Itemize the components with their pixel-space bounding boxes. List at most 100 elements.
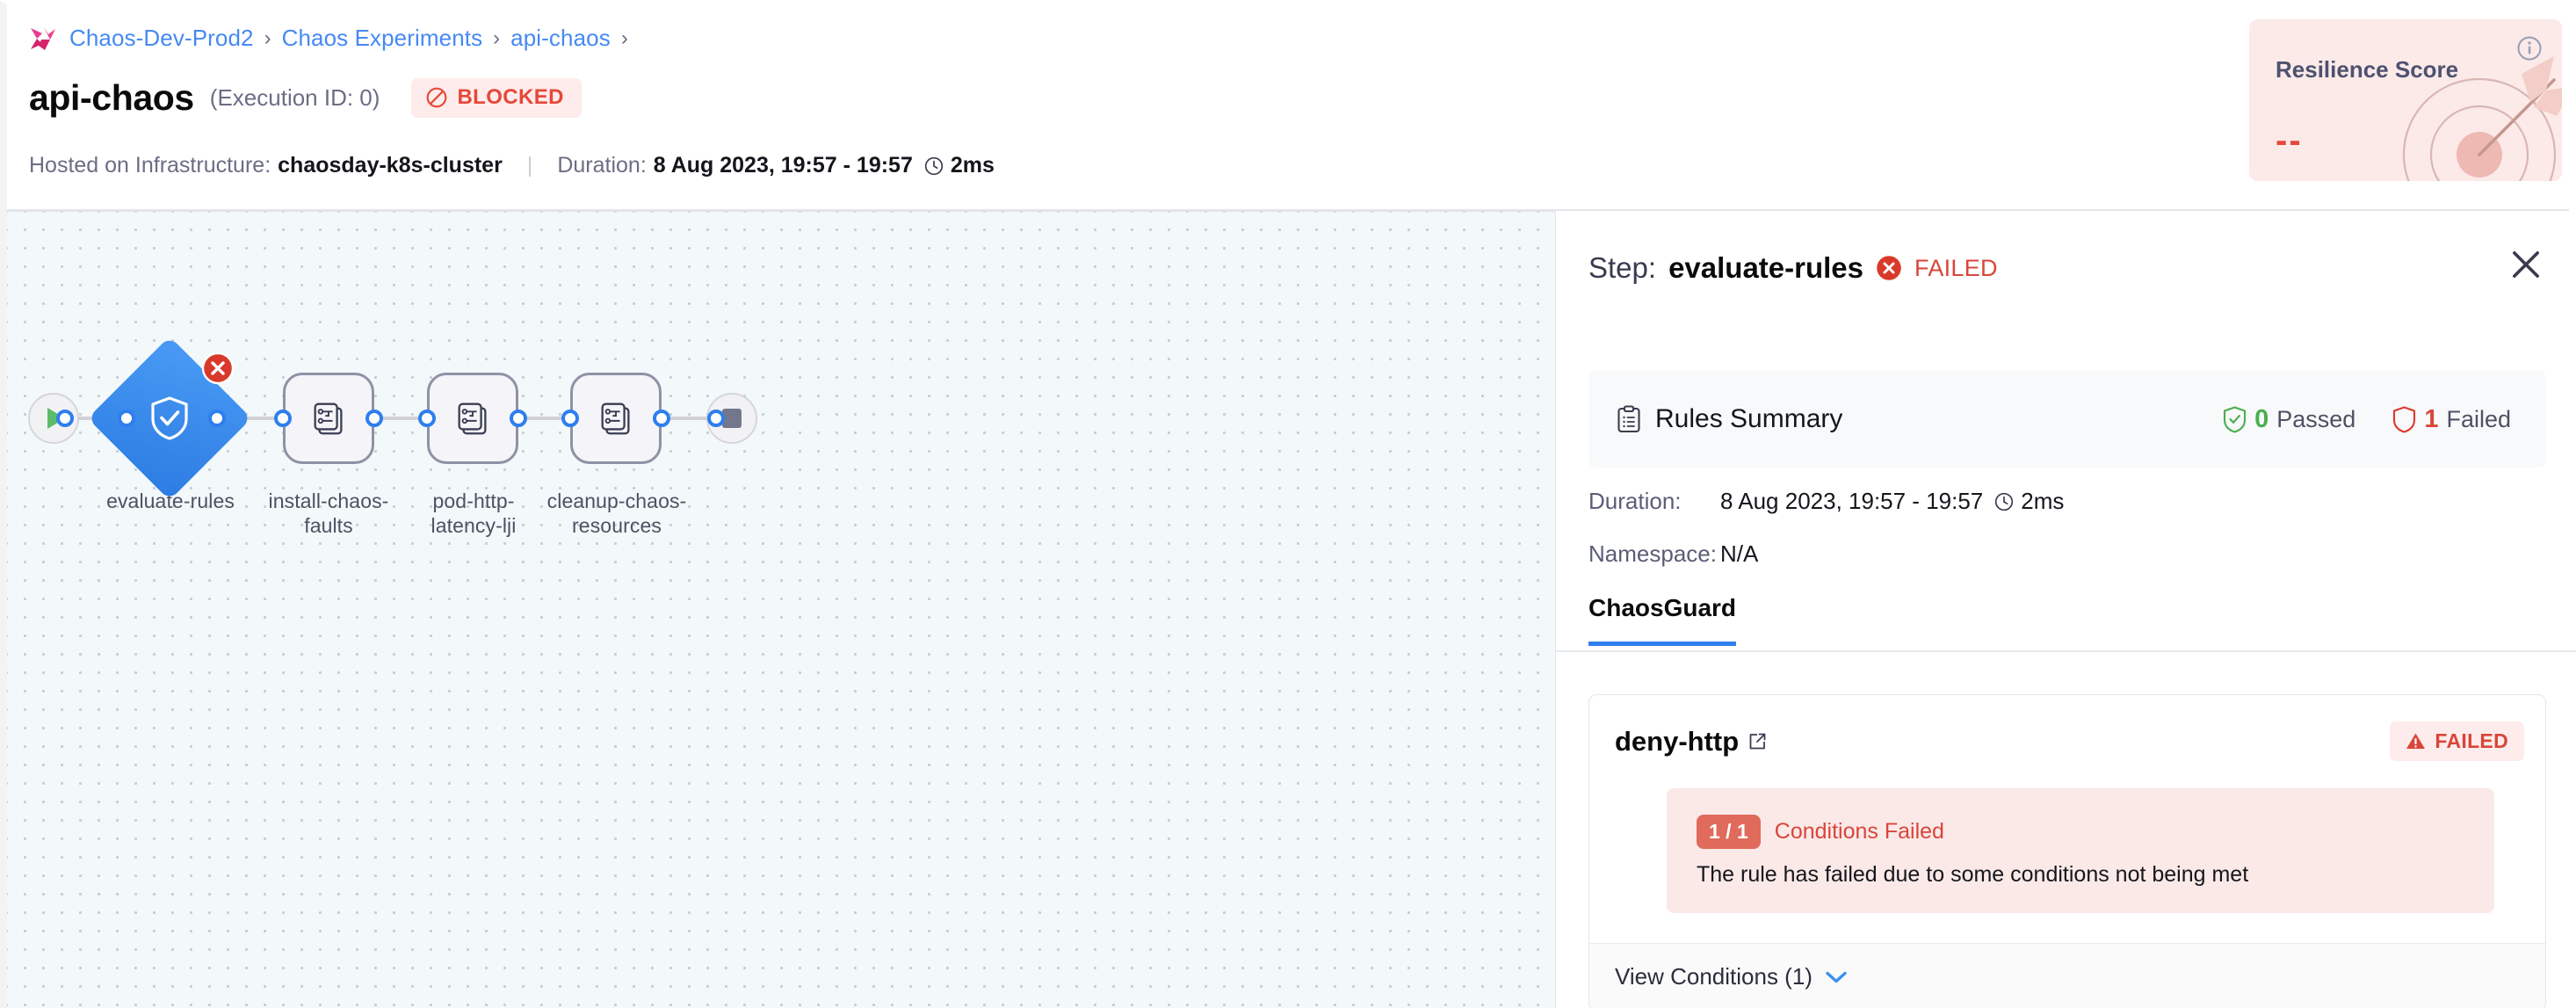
meta-row: Hosted on Infrastructure: chaosday-k8s-c… [29,153,995,178]
error-x-icon [1877,256,1901,280]
port-start-out[interactable] [56,410,74,427]
rule-card-deny-http: deny-http FAILED 1 / [1588,694,2546,1008]
conditions-failed-description: The rule has failed due to some conditio… [1697,862,2249,887]
target-arrow-icon [2402,56,2562,181]
detail-duration-elapsed: 2ms [2021,488,2065,514]
port-install-in[interactable] [274,410,292,427]
node-evaluate-rules[interactable] [87,336,252,501]
node-label-cleanup-chaos-resources: cleanup-chaos-resources [546,489,687,538]
shield-icon [2393,405,2416,433]
detail-duration-key: Duration: [1588,488,1682,514]
resilience-score-title: Resilience Score [2276,56,2459,83]
infra-label: Hosted on Infrastructure: [29,153,271,178]
node-cleanup-chaos-resources[interactable] [570,373,662,464]
detail-duration: Duration: 8 Aug 2023, 19:57 - 19:57 2ms [1588,488,2064,515]
breadcrumb-item-0[interactable]: Chaos-Dev-Prod2 [69,25,254,51]
rules-summary-card: Rules Summary 0 Passed 1 Failed [1588,371,2546,468]
detail-duration-value: 8 Aug 2023, 19:57 - 19:57 [1720,488,1984,514]
node-label-install-chaos-faults: install-chaos-faults [268,489,389,538]
status-badge-label: BLOCKED [457,85,564,109]
panel-header: Step: evaluate-rules FAILED [1556,211,2576,352]
breadcrumb-item-2[interactable]: api-chaos [510,25,611,51]
error-x-icon [201,352,235,385]
rules-passed-stat: 0 Passed [2223,405,2355,434]
edge-evaluate-to-install [218,417,301,420]
page-header: Chaos-Dev-Prod2 › Chaos Experiments › ap… [7,5,2569,211]
rule-status-badge-label: FAILED [2435,729,2508,752]
end-node[interactable] [706,393,757,444]
port-end-in[interactable] [707,410,725,427]
rule-name-wrap: deny-http [1615,726,1767,758]
pipeline-canvas[interactable]: evaluate-rules install-chaos-faults [7,211,1555,1008]
tab-chaosguard[interactable]: ChaosGuard [1588,594,1737,646]
conditions-failed-row: 1 / 1 Conditions Failed [1697,815,1944,849]
rule-card-header: deny-http FAILED [1615,722,2524,761]
clock-icon [924,156,944,175]
resilience-score-card: Resilience Score -- [2249,19,2562,181]
resilience-score-value: -- [2276,121,2303,160]
chevron-down-icon [1826,971,1847,983]
rules-failed-count: 1 [2424,404,2439,433]
rule-name: deny-http [1615,725,1740,757]
detail-namespace-key: Namespace: [1588,540,1717,567]
page-title: api-chaos [29,77,194,118]
infra-value: chaosday-k8s-cluster [278,153,503,178]
port-cleanup-in[interactable] [561,410,579,427]
clock-icon [1995,492,2014,511]
shield-check-icon [2224,405,2247,433]
chaos-experiment-icon [458,402,487,435]
step-prefix-label: Step: [1588,251,1657,284]
node-install-chaos-faults[interactable] [283,373,374,464]
conditions-failed-box: 1 / 1 Conditions Failed The rule has fai… [1667,788,2494,913]
port-latency-out[interactable] [510,410,527,427]
detail-namespace: Namespace: N/A [1588,540,1758,568]
execution-id: (Execution ID: 0) [209,84,380,111]
node-label-pod-http-latency-lji: pod-http-latency-lji [431,489,517,538]
close-icon[interactable] [2507,246,2544,283]
external-link-icon[interactable] [1747,732,1767,751]
chaos-experiment-icon [601,402,630,435]
rules-summary-heading: Rules Summary [1617,404,1842,434]
breadcrumb-item-1[interactable]: Chaos Experiments [281,25,483,51]
port-latency-in[interactable] [418,410,436,427]
panel-title: Step: evaluate-rules FAILED [1588,251,1998,285]
status-badge: BLOCKED [411,78,582,118]
step-details-panel: Step: evaluate-rules FAILED [1555,211,2576,1008]
step-status: FAILED [1914,254,1998,281]
port-install-out[interactable] [365,410,383,427]
rules-failed-label: Failed [2446,405,2511,432]
harness-logo-icon [31,26,55,50]
rules-passed-count: 0 [2254,404,2269,433]
conditions-failed-count: 1 / 1 [1697,815,1761,849]
edge-install-to-latency [348,417,436,420]
view-conditions-toggle[interactable]: View Conditions (1) [1589,943,2545,1008]
node-pod-http-latency-lji[interactable] [427,373,518,464]
edge-latency-to-cleanup [490,417,578,420]
duration-label: Duration: [557,153,647,178]
panel-tabs: ChaosGuard [1556,589,2576,652]
clipboard-icon [1617,405,1640,433]
port-cleanup-out[interactable] [653,410,670,427]
detail-namespace-value: N/A [1720,540,1759,567]
port-evaluate-out[interactable] [208,410,226,427]
step-name: evaluate-rules [1668,251,1864,284]
title-row: api-chaos (Execution ID: 0) BLOCKED [29,77,582,119]
elapsed-value: 2ms [950,153,995,178]
meta-divider: | [526,153,533,178]
rules-passed-label: Passed [2276,405,2356,432]
view-conditions-label: View Conditions (1) [1615,963,1813,990]
info-icon[interactable] [2516,35,2543,62]
port-evaluate-in[interactable] [118,410,135,427]
breadcrumb-separator-2: › [620,25,628,50]
duration-value: 8 Aug 2023, 19:57 - 19:57 [653,153,913,178]
rules-summary-stats: 0 Passed 1 Failed [2223,405,2511,434]
breadcrumb-separator-1: › [493,25,501,50]
edge-cleanup-to-end [634,417,727,420]
chaos-experiment-icon [314,402,343,435]
warning-icon [2406,733,2426,749]
blocked-icon [427,87,447,108]
breadcrumb-separator-0: › [264,25,271,50]
breadcrumb: Chaos-Dev-Prod2 › Chaos Experiments › ap… [29,25,628,52]
rules-summary-title: Rules Summary [1655,404,1843,433]
stop-icon [722,409,742,428]
